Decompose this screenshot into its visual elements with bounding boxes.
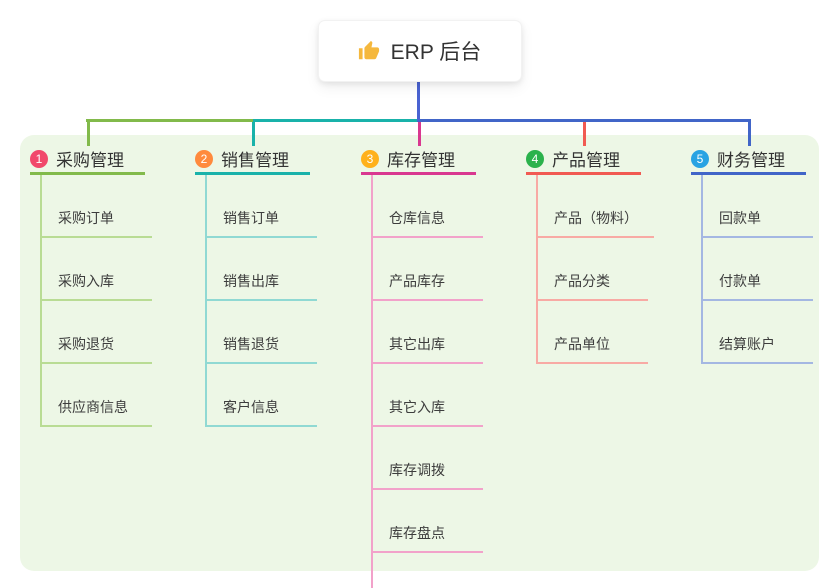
child-node[interactable]: 仓库信息 xyxy=(373,175,483,238)
branch-node-5: 5 财务管理回款单付款单结算账户 xyxy=(691,145,839,364)
branch-title-label: 采购管理 xyxy=(56,151,124,170)
branch-title[interactable]: 4 产品管理 xyxy=(526,145,641,175)
branch-title-label: 产品管理 xyxy=(552,151,620,170)
child-node[interactable]: 销售退货 xyxy=(207,301,317,364)
child-node[interactable]: 采购订单 xyxy=(42,175,152,238)
branch-badge: 2 xyxy=(195,149,213,168)
branches-panel xyxy=(20,135,819,571)
child-node[interactable]: 其它出库 xyxy=(373,301,483,364)
child-node[interactable]: 产品单位 xyxy=(538,301,648,364)
branch-connector-5 xyxy=(748,119,751,146)
child-node[interactable]: 产品库存 xyxy=(373,238,483,301)
connector-bus-segment-2 xyxy=(253,119,417,122)
branch-badge: 4 xyxy=(526,149,544,168)
child-node[interactable]: 销售出库 xyxy=(207,238,317,301)
branch-title-label: 财务管理 xyxy=(717,151,785,170)
child-node[interactable]: 产品分类 xyxy=(538,238,648,301)
connector-bus-segment-3 xyxy=(417,119,750,122)
child-node[interactable]: 销售订单 xyxy=(207,175,317,238)
root-connector xyxy=(417,82,420,121)
connector-bus-segment-1 xyxy=(86,119,253,122)
child-node[interactable]: 产品（物料） xyxy=(538,175,654,238)
child-node[interactable]: 采购退货 xyxy=(42,301,152,364)
root-node[interactable]: ERP 后台 xyxy=(317,20,522,82)
branch-node-1: 1 采购管理采购订单采购入库采购退货供应商信息 xyxy=(30,145,192,427)
child-node[interactable]: 供应商信息 xyxy=(42,364,152,427)
child-node[interactable]: 库存调拨 xyxy=(373,427,483,490)
branch-connector-4 xyxy=(583,119,586,146)
branch-children: 销售订单销售出库销售退货客户信息 xyxy=(205,175,317,427)
child-node[interactable]: 采购入库 xyxy=(42,238,152,301)
child-node[interactable]: 付款单 xyxy=(703,238,813,301)
branch-children: 回款单付款单结算账户 xyxy=(701,175,813,364)
child-node[interactable]: 出库库明细 xyxy=(373,553,483,588)
child-node[interactable]: 其它入库 xyxy=(373,364,483,427)
branch-connector-2 xyxy=(252,119,255,146)
branch-connector-3 xyxy=(418,119,421,146)
branch-node-4: 4 产品管理产品（物料）产品分类产品单位 xyxy=(526,145,688,364)
branch-title[interactable]: 3 库存管理 xyxy=(361,145,476,175)
branch-children: 产品（物料）产品分类产品单位 xyxy=(536,175,654,364)
branch-children: 仓库信息产品库存其它出库其它入库库存调拨库存盘点出库库明细 xyxy=(371,175,483,588)
child-node[interactable]: 结算账户 xyxy=(703,301,813,364)
branch-node-3: 3 库存管理仓库信息产品库存其它出库其它入库库存调拨库存盘点出库库明细 xyxy=(361,145,523,588)
branch-children: 采购订单采购入库采购退货供应商信息 xyxy=(40,175,152,427)
branch-node-2: 2 销售管理销售订单销售出库销售退货客户信息 xyxy=(195,145,357,427)
branch-badge: 3 xyxy=(361,149,379,168)
branch-title[interactable]: 5 财务管理 xyxy=(691,145,806,175)
root-node-label: ERP 后台 xyxy=(390,41,482,64)
child-node[interactable]: 客户信息 xyxy=(207,364,317,427)
child-node[interactable]: 回款单 xyxy=(703,175,813,238)
thumbs-up-icon xyxy=(358,40,380,62)
branch-title-label: 销售管理 xyxy=(221,151,289,170)
branch-badge: 1 xyxy=(30,149,48,168)
branch-title[interactable]: 1 采购管理 xyxy=(30,145,145,175)
branch-badge: 5 xyxy=(691,149,709,168)
branch-title-label: 库存管理 xyxy=(387,151,455,170)
branch-connector-1 xyxy=(87,119,90,146)
child-node[interactable]: 库存盘点 xyxy=(373,490,483,553)
branch-title[interactable]: 2 销售管理 xyxy=(195,145,310,175)
